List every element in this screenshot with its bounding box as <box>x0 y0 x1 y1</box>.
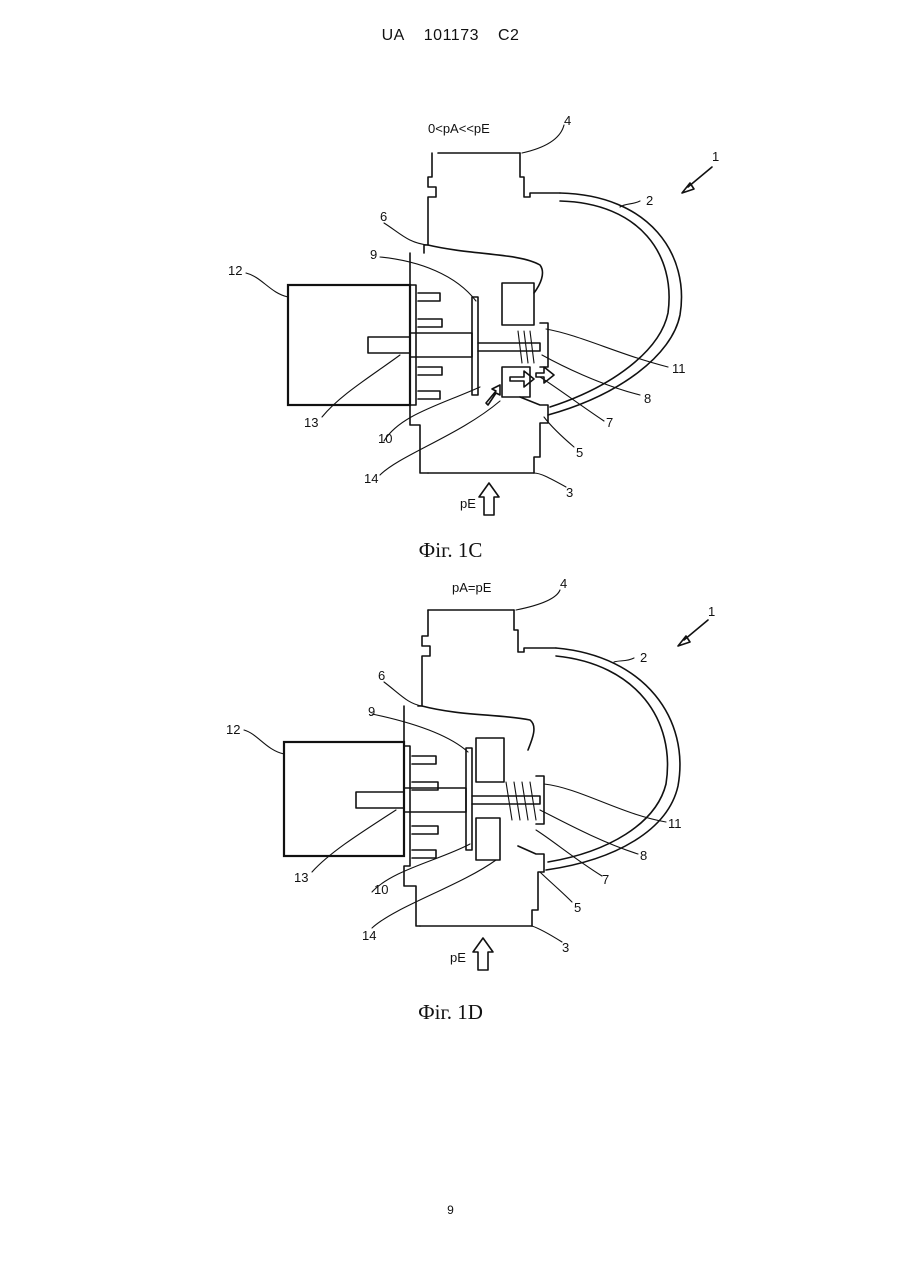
fig1c-label-3: 3 <box>566 485 573 500</box>
fig1c-label-7: 7 <box>606 415 613 430</box>
fig1c-label-6: 6 <box>380 209 387 224</box>
fig1d-pressure-top: pA=pE <box>452 580 492 595</box>
fig1c-outlet-left-wall <box>424 153 436 253</box>
fig1c-housing-left <box>410 253 428 473</box>
fig1c-label-8: 8 <box>644 391 651 406</box>
fig1c-label-2: 2 <box>646 193 653 208</box>
fig1d-label-2: 2 <box>640 650 647 665</box>
fig1c-label-4: 4 <box>564 113 571 128</box>
fig1d-outlet-right-wall <box>514 610 556 652</box>
fig1c-leader-6 <box>384 223 428 245</box>
fig1d-pressure-bottom: pE <box>450 950 466 965</box>
fig1d-spring <box>506 782 536 820</box>
patent-country: UA <box>382 27 405 44</box>
fig1d-label-14: 14 <box>362 928 376 943</box>
fig1d-label-3: 3 <box>562 940 569 955</box>
fig1c-valve-plate <box>472 297 478 395</box>
fig1c-label-10: 10 <box>378 431 392 446</box>
fig1c-hose-outer <box>548 193 682 415</box>
fig1d-label-12: 12 <box>226 722 240 737</box>
fig1c-pressure-bottom: pE <box>460 496 476 511</box>
patent-header: UA 101173 C2 <box>0 27 901 45</box>
fig1d-hose-outer <box>546 648 680 870</box>
fig1c-hose-inner <box>550 201 669 407</box>
fig1d-actuator-box <box>284 742 404 856</box>
figure-1d-drawing: pA=pE pE 1 2 3 4 5 6 7 8 9 10 11 12 13 <box>0 570 901 990</box>
fig1d-leader-2 <box>614 658 634 662</box>
fig1c-housing-right <box>520 397 548 473</box>
fig1d-diaphragm <box>422 706 534 750</box>
patent-number: 101173 <box>424 27 479 44</box>
fig1d-fins <box>412 756 438 858</box>
fig1d-valve-stem <box>472 796 540 804</box>
fig1d-label-5: 5 <box>574 900 581 915</box>
fig1d-inlet-arrow <box>473 938 493 970</box>
fig1d-label-7: 7 <box>602 872 609 887</box>
fig1c-label-14: 14 <box>364 471 378 486</box>
fig1c-label-9: 9 <box>370 247 377 262</box>
fig1d-leader-14 <box>372 860 496 928</box>
fig1c-inlet-arrow <box>479 483 499 515</box>
fig1c-label-1: 1 <box>712 149 719 164</box>
fig1c-outlet-right-wall <box>520 153 560 197</box>
page-number: 9 <box>0 1203 901 1217</box>
fig1d-valve-body <box>476 738 504 860</box>
fig1c-label-11: 11 <box>672 361 686 376</box>
fig1d-leader-7 <box>536 830 602 876</box>
fig1d-label-4: 4 <box>560 576 567 591</box>
fig1d-leader-12 <box>244 730 284 754</box>
fig1d-leader-4 <box>516 590 560 610</box>
fig1c-diaphragm <box>428 245 542 293</box>
fig1c-actuator-box <box>288 285 410 405</box>
fig1c-pressure-top: 0<pA<<pE <box>428 121 490 136</box>
fig1c-flow-arrow-3 <box>486 385 500 405</box>
fig1d-housing-right <box>518 846 544 926</box>
fig1c-leader-2 <box>620 201 640 207</box>
fig1d-outlet-left-wall <box>418 610 430 706</box>
figure-1c-drawing: 0<pA<<pE pE 1 2 3 4 5 6 7 8 <box>0 105 901 525</box>
fig1c-leader-4 <box>522 125 564 153</box>
fig1c-leader-14 <box>380 401 500 475</box>
fig1c-label-12: 12 <box>228 263 242 278</box>
fig1c-label-5: 5 <box>576 445 583 460</box>
fig1c-valve-stem <box>478 343 540 351</box>
fig1d-leader-5 <box>540 872 572 902</box>
fig1d-label-13: 13 <box>294 870 308 885</box>
fig1d-label-1: 1 <box>708 604 715 619</box>
fig1d-leader-3 <box>532 926 562 942</box>
fig1c-label-13: 13 <box>304 415 318 430</box>
fig1d-valve-plate <box>466 748 472 850</box>
fig1c-valve-body <box>502 283 534 397</box>
fig1d-hose-inner <box>548 656 668 862</box>
fig1c-spring <box>518 331 534 363</box>
fig1d-label-10: 10 <box>374 882 388 897</box>
fig1d-leader-6 <box>384 682 422 706</box>
fig1c-leader-3 <box>534 473 566 487</box>
fig1c-leader-12 <box>246 273 288 297</box>
fig1d-label-9: 9 <box>368 704 375 719</box>
fig1d-plunger-sleeve <box>404 788 466 812</box>
figure-1d-caption: Фіг. 1D <box>0 1000 901 1025</box>
fig1d-label-6: 6 <box>378 668 385 683</box>
fig1d-label-11: 11 <box>668 816 682 831</box>
patent-kind: C2 <box>498 27 519 44</box>
fig1c-plunger-sleeve <box>410 333 472 357</box>
figure-1c-caption: Фіг. 1С <box>0 538 901 563</box>
fig1c-leader-8 <box>542 355 640 395</box>
fig1d-housing-left <box>404 706 420 926</box>
fig1d-label-8: 8 <box>640 848 647 863</box>
fig1c-fins <box>418 293 442 399</box>
